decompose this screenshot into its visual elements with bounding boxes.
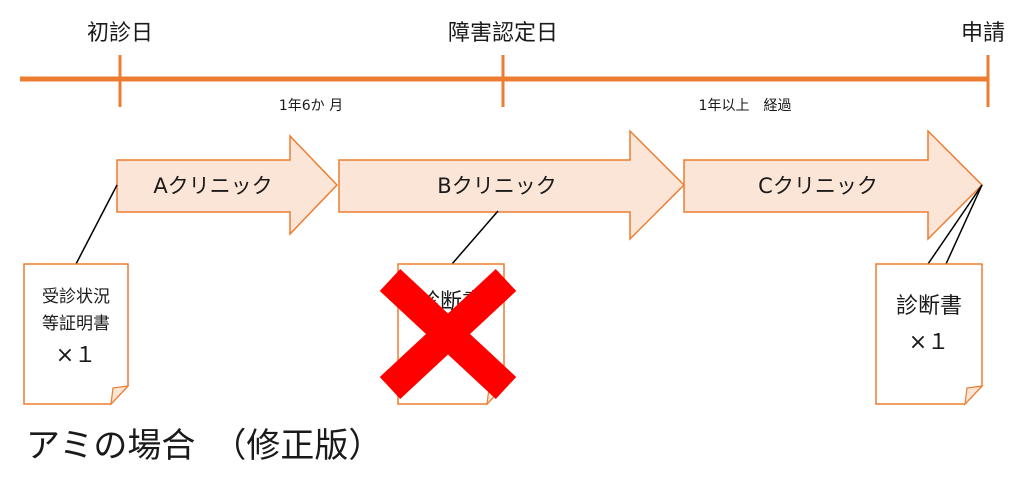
milestone-recognition-date: 障害認定日 [448,21,558,46]
document-crossed-out: 診断書 [379,263,517,406]
clinic-label-c: Cクリニック [758,174,878,198]
connector-doc-2 [451,210,499,265]
clinic-label-b: Bクリニック [437,174,556,198]
connector-doc-3-a [927,184,983,265]
milestone-application: 申請 [961,21,1005,46]
document-3-line-1: 診断書 [896,294,962,319]
connector-doc-3-b [945,184,983,265]
connector-doc-1 [75,184,118,265]
clinic-arrow-a [116,134,339,236]
caption: アミの場合 （修正版） [26,426,382,466]
duration-label-2: 1年以上 経過 [699,98,792,114]
clinic-arrow-b [338,129,686,241]
document-3-line-2: ×１ [909,330,949,355]
document-1-line-1: 受診状況 [42,287,110,307]
duration-label-1: 1年6か 月 [279,98,343,114]
clinic-arrow-c [683,129,984,241]
document-1-line-2: 等証明書 [42,314,110,334]
clinic-label-a: Aクリニック [153,174,272,198]
document-medical-certificate: 診断書 ×１ [875,263,984,406]
milestone-first-visit: 初診日 [87,21,153,46]
document-enrollment-certificate: 受診状況 等証明書 ×１ [23,263,130,406]
document-1-line-3: ×１ [56,343,96,368]
cross-out-icon [379,269,517,399]
